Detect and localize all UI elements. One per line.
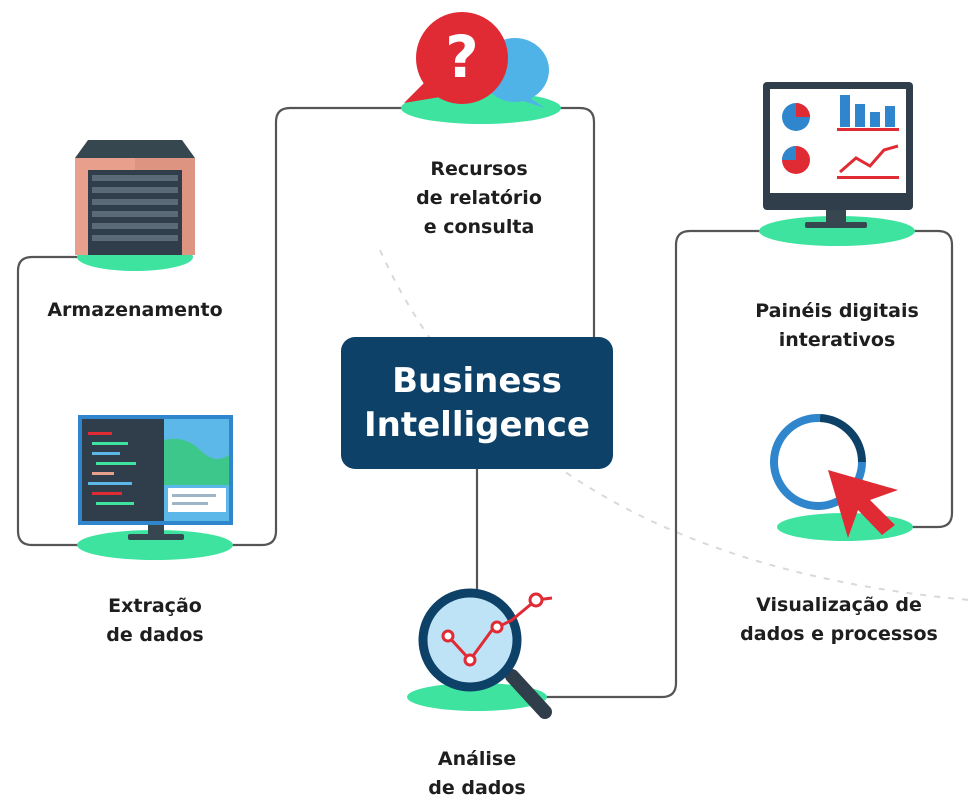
label-visualizacao: Visualização de dados e processos <box>740 594 938 645</box>
label-armazenamento: Armazenamento <box>47 299 223 321</box>
connector-reports-center <box>558 106 596 337</box>
center-title-box: Business Intelligence <box>341 337 613 469</box>
connector-dashboards-visualization <box>910 229 954 529</box>
center-title-line1: Business <box>392 361 562 401</box>
svg-text:?: ? <box>445 23 479 91</box>
warehouse-icon <box>75 140 195 271</box>
label-recursos: Recursos de relatório e consulta <box>416 158 542 238</box>
code-monitor-icon <box>77 415 233 560</box>
dashboard-monitor-icon <box>759 82 915 246</box>
label-paineis: Painéis digitais interativos <box>755 300 919 351</box>
magnifier-chart-icon <box>407 588 553 719</box>
connector-extraction-reports <box>232 106 404 547</box>
center-title-line2: Intelligence <box>364 405 590 445</box>
question-chat-icon: ? <box>401 12 561 124</box>
pointer-loading-icon <box>770 413 913 541</box>
label-analise: Análise de dados <box>428 748 526 799</box>
connectors <box>16 106 954 699</box>
connector-analysis-dashboards <box>546 229 762 699</box>
connector-storage-extraction <box>16 255 80 547</box>
label-extracao: Extração de dados <box>106 595 204 646</box>
